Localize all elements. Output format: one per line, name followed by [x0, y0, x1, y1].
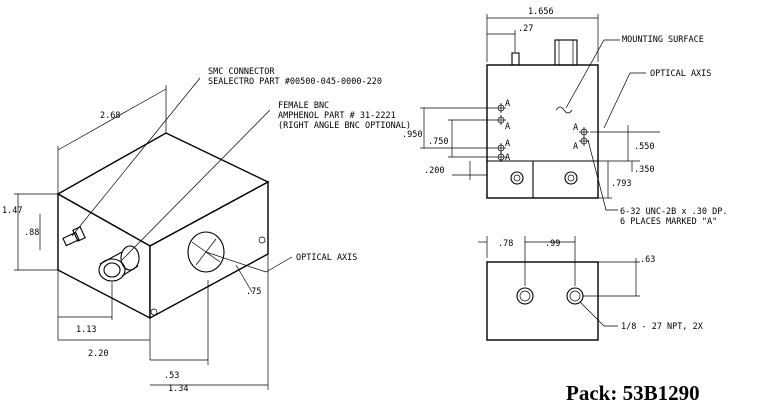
dim-75: .75 — [246, 287, 261, 297]
hole-label-a: A — [505, 122, 510, 132]
dim-2-68: 2.68 — [100, 111, 120, 121]
smc-connector — [62, 226, 86, 247]
bnc-callout-line1: FEMALE BNC — [278, 101, 329, 111]
hole-label-a: A — [505, 139, 510, 149]
thread-callout-line1: 6-32 UNC-2B x .30 DP. — [620, 207, 727, 217]
dim-750: .750 — [428, 137, 448, 147]
side-optical-axis-callout: OPTICAL AXIS — [650, 69, 711, 79]
hole-label-a: A — [505, 99, 510, 109]
hole-label-a: A — [505, 153, 510, 163]
dim-88: .88 — [24, 228, 39, 238]
smc-stub — [511, 52, 520, 66]
threaded-hole-icon — [496, 103, 589, 162]
bnc-connector — [98, 245, 140, 282]
dim-1-34: 1.34 — [168, 384, 188, 394]
dim-27: .27 — [518, 24, 533, 34]
optical-window — [187, 231, 225, 273]
npt-callout: 1/8 - 27 NPT, 2X — [621, 322, 704, 332]
screw-icon — [258, 236, 266, 244]
dim-550: .550 — [634, 142, 654, 152]
dim-1-656: 1.656 — [528, 7, 554, 17]
port-icon — [510, 171, 524, 185]
smc-callout-line2: SEALECTRO PART #00500-045-0000-220 — [208, 77, 382, 87]
dim-53: .53 — [164, 371, 179, 381]
hole-label-a: A — [573, 142, 578, 152]
isometric-view: 2.68 1.47 .88 1.13 2.20 .53 1.34 .75 SMC… — [2, 67, 411, 394]
thread-callout-line2: 6 PLACES MARKED "A" — [620, 217, 717, 227]
smc-callout-line1: SMC CONNECTOR — [208, 67, 275, 77]
bnc-callout-line2: AMPHENOL PART # 31-2221 — [278, 111, 396, 121]
side-view-outline — [486, 64, 599, 199]
bottom-view: .78 .99 .63 1/8 - 27 NPT, 2X — [478, 236, 704, 341]
dim-99: .99 — [545, 239, 560, 249]
side-view: A A A A A A 1.656 .27 .950 — [402, 7, 727, 227]
mounting-surface-callout: MOUNTING SURFACE — [622, 35, 704, 45]
bnc-callout-line3: (RIGHT ANGLE BNC OPTIONAL) — [278, 121, 411, 131]
port-icon — [564, 171, 578, 185]
dim-78: .78 — [498, 239, 513, 249]
iso-optical-axis-callout: OPTICAL AXIS — [296, 253, 357, 263]
dim-63: .63 — [640, 255, 655, 265]
dim-350: .350 — [634, 165, 654, 175]
pack-label: Pack: 53B1290 — [566, 381, 700, 405]
bnc-stub — [554, 39, 578, 66]
npt-port-icon — [516, 287, 534, 305]
screw-icon — [150, 308, 158, 316]
dim-1-47: 1.47 — [2, 206, 22, 216]
dim-200: .200 — [424, 166, 444, 176]
dim-793: .793 — [611, 179, 631, 189]
bottom-view-outline — [486, 261, 599, 341]
dim-950: .950 — [402, 130, 422, 140]
dim-1-13: 1.13 — [76, 325, 96, 335]
dim-2-20: 2.20 — [88, 349, 108, 359]
hole-label-a: A — [573, 123, 578, 133]
